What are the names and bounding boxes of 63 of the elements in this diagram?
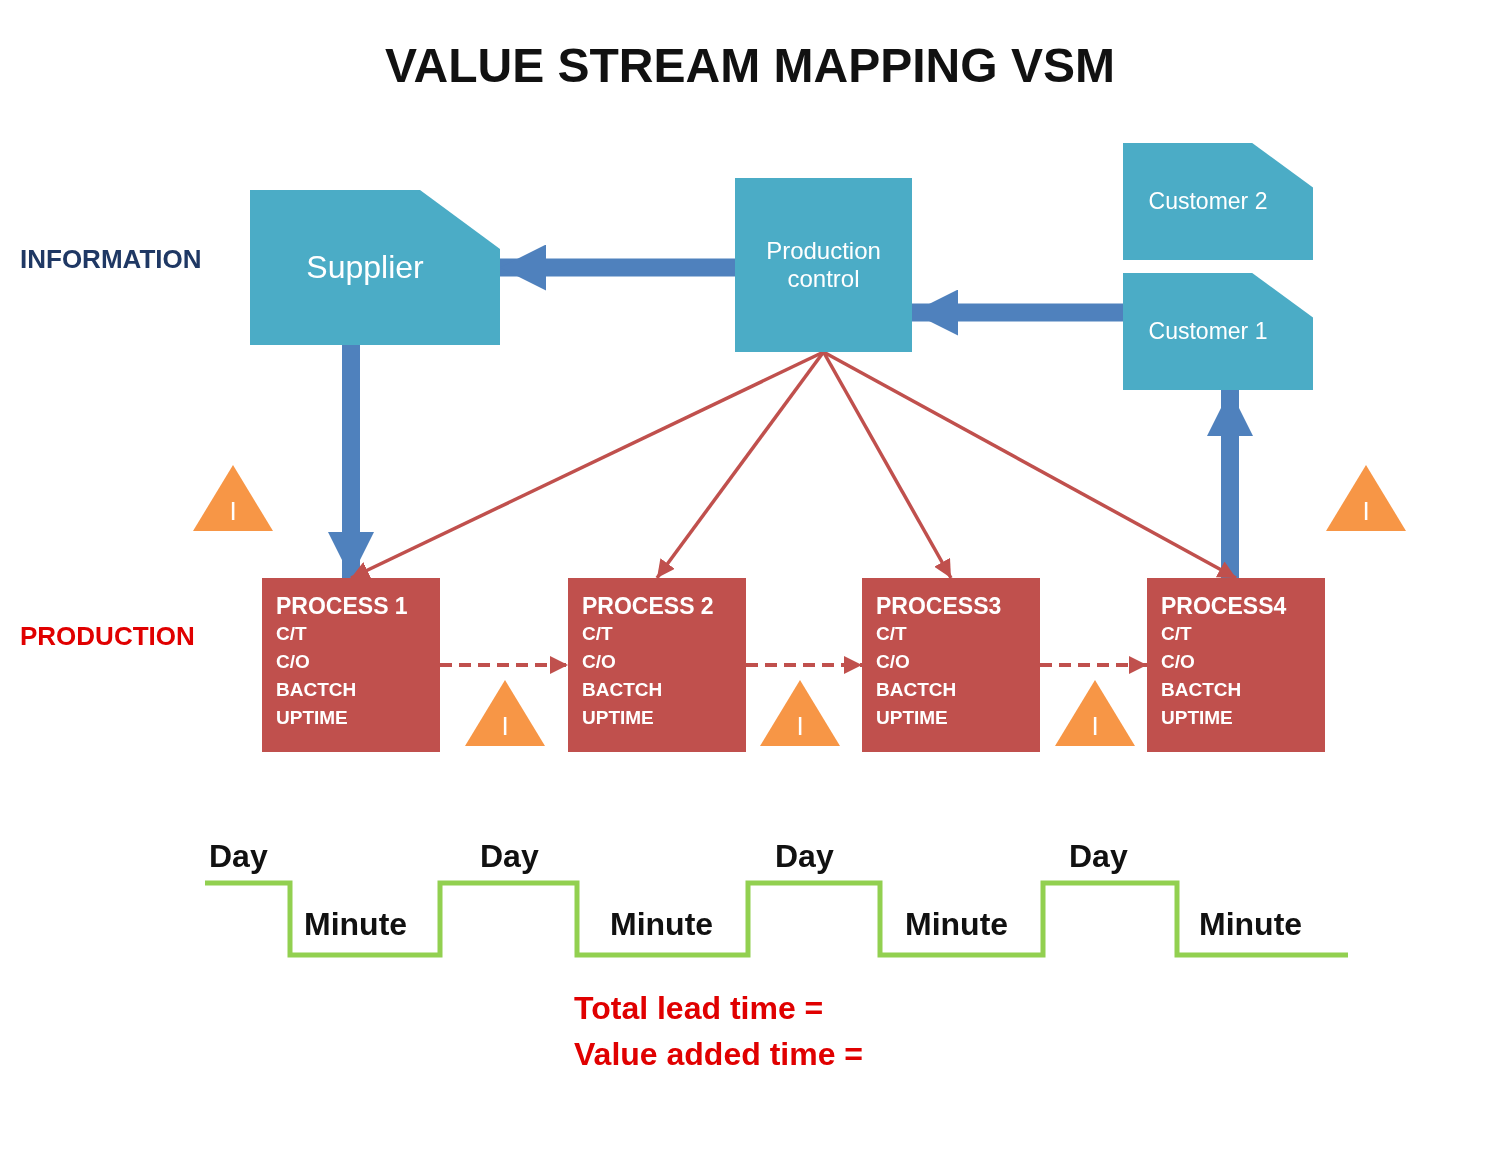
process-metric: C/T: [1161, 622, 1192, 646]
process-title: PROCESS4: [1161, 592, 1287, 620]
process-metric: UPTIME: [276, 706, 348, 730]
inventory-triangle: [760, 680, 840, 746]
process-metric: BACTCH: [582, 678, 663, 702]
dashed-arrow: [440, 656, 568, 674]
process-box: [568, 578, 746, 752]
process-metric: C/O: [1161, 650, 1195, 674]
node-label: Production control: [765, 237, 882, 293]
process-title: PROCESS3: [876, 592, 1002, 620]
inventory-triangle: [1326, 465, 1406, 531]
time-label: Day: [480, 838, 539, 875]
section-label: PRODUCTION: [20, 621, 195, 652]
node-label: Customer 1: [1148, 318, 1268, 345]
process-box: [1147, 578, 1325, 752]
time-label: Day: [209, 838, 268, 875]
block-arrow: [328, 345, 374, 578]
total-note: Value added time =: [574, 1036, 863, 1073]
process-metric: UPTIME: [582, 706, 654, 730]
time-label: Minute: [1199, 906, 1303, 943]
diagram-title: VALUE STREAM MAPPING VSM: [384, 38, 1116, 93]
dashed-arrow: [1040, 656, 1147, 674]
inventory-triangle: [193, 465, 273, 531]
time-label: Day: [775, 838, 834, 875]
process-metric: C/T: [876, 622, 907, 646]
block-arrow: [912, 289, 1123, 336]
process-box: [862, 578, 1040, 752]
document-shape: [1123, 143, 1313, 260]
block-arrow: [500, 244, 735, 291]
time-label: Minute: [304, 906, 408, 943]
process-metric: C/T: [582, 622, 613, 646]
process-metric: C/O: [876, 650, 910, 674]
process-title: PROCESS 2: [582, 592, 714, 620]
process-metric: UPTIME: [876, 706, 948, 730]
process-metric: C/O: [582, 650, 616, 674]
block-arrow: [1207, 390, 1253, 578]
inventory-triangle: [465, 680, 545, 746]
inventory-mark: I: [1091, 711, 1099, 742]
inventory-mark: I: [1362, 496, 1370, 527]
process-metric: BACTCH: [276, 678, 357, 702]
inventory-mark: I: [501, 711, 509, 742]
process-box: [262, 578, 440, 752]
inventory-mark: I: [229, 496, 237, 527]
process-metric: UPTIME: [1161, 706, 1233, 730]
process-metric: BACTCH: [1161, 678, 1242, 702]
total-note: Total lead time =: [574, 990, 824, 1027]
process-metric: C/O: [276, 650, 310, 674]
time-label: Minute: [905, 906, 1009, 943]
inventory-mark: I: [796, 711, 804, 742]
process-metric: C/T: [276, 622, 307, 646]
inventory-triangle: [1055, 680, 1135, 746]
section-label: INFORMATION: [20, 244, 202, 275]
process-metric: BACTCH: [876, 678, 957, 702]
document-shape: [250, 190, 500, 345]
node-label: Supplier: [306, 249, 424, 286]
process-title: PROCESS 1: [276, 592, 408, 620]
time-label: Minute: [610, 906, 714, 943]
time-label: Day: [1069, 838, 1128, 875]
node-label: Customer 2: [1148, 188, 1268, 215]
process-box: [735, 178, 912, 352]
arrow: [821, 351, 953, 579]
dashed-arrow: [746, 656, 862, 674]
document-shape: [1123, 273, 1313, 390]
